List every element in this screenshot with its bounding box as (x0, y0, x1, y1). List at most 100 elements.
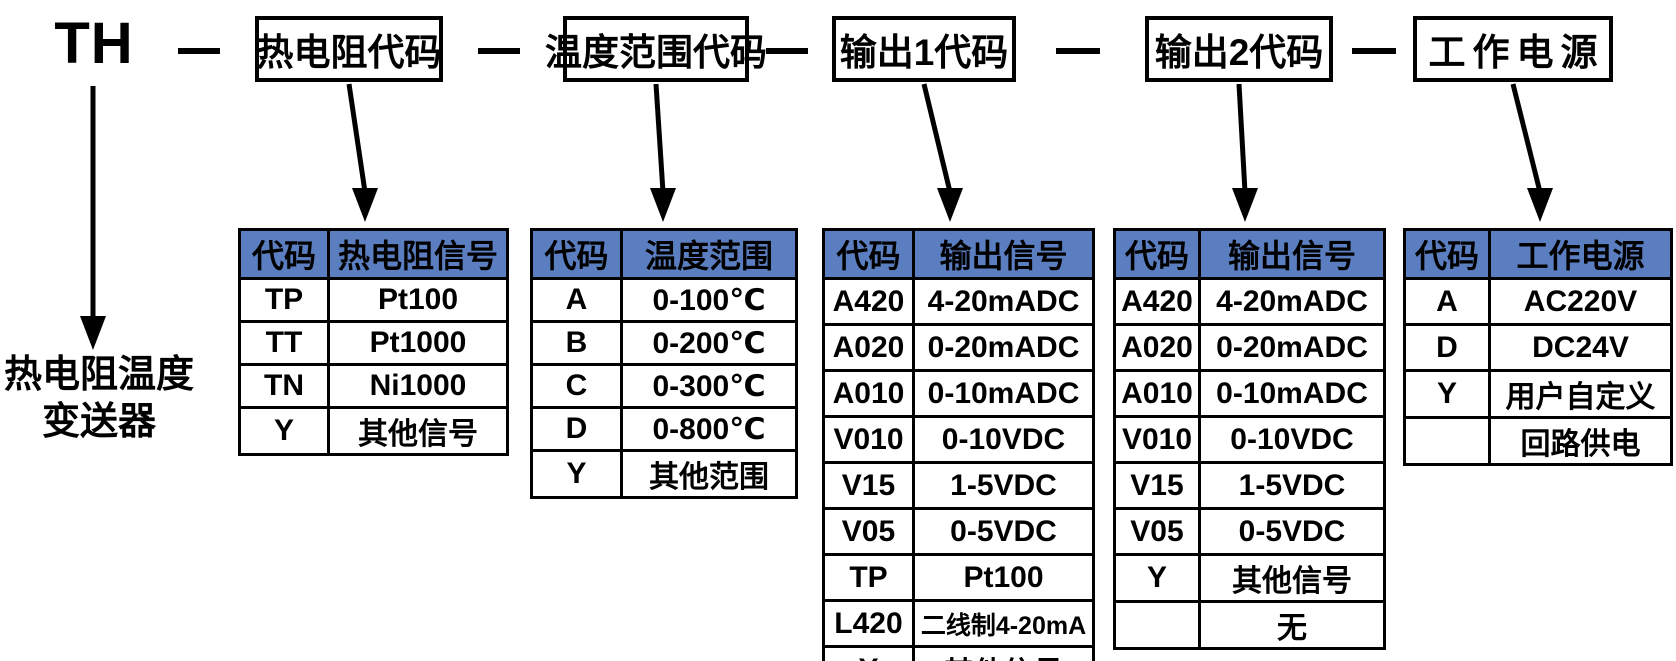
arrow-box2-to-table2 (650, 83, 676, 222)
code-cell: TP (238, 277, 330, 323)
table-header-row: 代码热电阻信号 (238, 228, 509, 280)
code-cell: Y (530, 449, 623, 499)
value-cell: 4-20mADC (912, 277, 1095, 326)
arrow-th-to-product-label (80, 86, 106, 350)
code-cell: Y (238, 406, 330, 456)
value-cell: 其他范围 (620, 449, 798, 499)
value-cell: 1-5VDC (1198, 461, 1386, 510)
value-cell: 二线制4-20mA (912, 599, 1095, 648)
arrow-box5-to-table5 (1510, 83, 1553, 222)
code-box-rtd: 热电阻代码 (255, 16, 443, 82)
code-box-output1: 输出1代码 (832, 16, 1016, 82)
code-cell: TP (822, 553, 915, 602)
value-cell: 0-800℃ (620, 406, 798, 452)
table-row: 回路供电 (1403, 416, 1673, 466)
code-cell: C (530, 363, 623, 409)
code-cell: A420 (1113, 277, 1201, 326)
table-header-cell: 代码 (238, 228, 330, 280)
table-header-cell: 输出信号 (1198, 228, 1386, 280)
value-cell: 0-300℃ (620, 363, 798, 409)
table-row: 无 (1113, 600, 1386, 650)
value-cell: Pt100 (912, 553, 1095, 602)
code-cell (1403, 416, 1491, 466)
value-cell: 用户自定义 (1488, 369, 1673, 419)
value-cell: 0-5VDC (912, 507, 1095, 556)
value-cell: DC24V (1488, 323, 1673, 372)
arrow-box4-to-table4 (1232, 83, 1258, 222)
code-box-temp-range: 温度范围代码 (545, 16, 767, 82)
code-cell: V010 (1113, 415, 1201, 464)
table-header-cell: 温度范围 (620, 228, 798, 280)
product-name-line1: 热电阻温度 (3, 354, 194, 396)
code-cell: TT (238, 320, 330, 366)
code-cell: D (530, 406, 623, 452)
code-cell: A (530, 277, 623, 323)
code-cell: V05 (822, 507, 915, 556)
code-cell (1113, 600, 1201, 650)
table-header-cell: 热电阻信号 (327, 228, 509, 280)
code-cell: TN (238, 363, 330, 409)
value-cell: 0-5VDC (1198, 507, 1386, 556)
code-cell: Y (1403, 369, 1491, 419)
code-cell: A020 (1113, 323, 1201, 372)
value-cell: 其他信号 (327, 406, 509, 456)
value-cell: Pt1000 (327, 320, 509, 366)
table-header-row: 代码温度范围 (530, 228, 798, 280)
code-cell: D (1403, 323, 1491, 372)
value-cell: 0-10VDC (1198, 415, 1386, 464)
code-cell: L420 (822, 599, 915, 648)
table-header-row: 代码输出信号 (822, 228, 1095, 280)
value-cell: 无 (1198, 600, 1386, 650)
code-cell: A420 (822, 277, 915, 326)
code-cell: A010 (822, 369, 915, 418)
value-cell: 0-10mADC (1198, 369, 1386, 418)
arrow-box1-to-table1 (346, 83, 378, 222)
product-name-line2: 变送器 (41, 401, 156, 443)
separator-dash (1352, 48, 1396, 54)
separator-dash (178, 48, 220, 54)
value-cell: Pt100 (327, 277, 509, 323)
code-cell: V05 (1113, 507, 1201, 556)
table-header-row: 代码工作电源 (1403, 228, 1673, 280)
code-cell: A010 (1113, 369, 1201, 418)
code-cell: B (530, 320, 623, 366)
code-cell: V15 (822, 461, 915, 510)
table-header-cell: 代码 (1403, 228, 1491, 280)
value-cell: 其他信号 (1198, 553, 1386, 603)
separator-dash (478, 48, 520, 54)
code-cell: Y (1113, 553, 1201, 603)
value-cell: 0-10VDC (912, 415, 1095, 464)
table-header-cell: 工作电源 (1488, 228, 1673, 280)
value-cell: 0-10mADC (912, 369, 1095, 418)
table-header-cell: 代码 (1113, 228, 1201, 280)
value-cell: 0-200℃ (620, 320, 798, 366)
code-cell: A020 (822, 323, 915, 372)
separator-dash (1056, 48, 1100, 54)
